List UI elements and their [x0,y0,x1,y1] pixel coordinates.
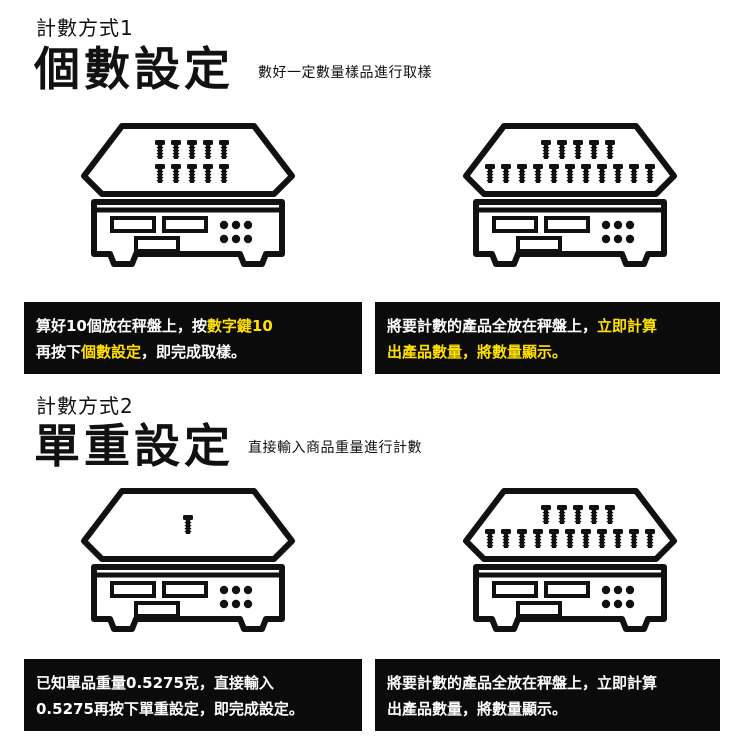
screw-icon [589,505,599,524]
counting-scale-icon [463,488,677,632]
screw-icon [187,164,197,183]
screw-icon [629,529,639,548]
screw-icon [485,529,495,548]
screw-icon [597,529,607,548]
screw-icon [155,140,165,159]
method-1-subtitle: 數好一定數量樣品進行取樣 [258,65,432,81]
counting-scale-icon [81,123,295,267]
caption-highlight: 數字鍵10 [206,317,273,335]
caption-text: 將要計數的產品全放在秤盤上， [387,317,598,335]
screw-icon [573,140,583,159]
screw-icon [187,140,197,159]
screw-icon [565,529,575,548]
screw-icon [605,505,615,524]
method-2-label: 計數方式2 [36,394,134,418]
screw-icon [533,164,543,183]
screw-icon [541,140,551,159]
screw-icon [581,164,591,183]
screw-icon [203,140,213,159]
screw-icon [565,164,575,183]
screw-icon [501,164,511,183]
screw-icon [629,164,639,183]
caption-highlight: 個數設定 [81,343,142,361]
counting-scale-icon [81,488,295,632]
caption-text: 已知單品重量0.5275克，直接輸入 [36,674,274,692]
screw-icon [573,505,583,524]
caption-text: 再按下 [36,343,82,361]
screw-icon [549,164,559,183]
caption-highlight: 立即計算 [597,317,658,335]
screw-icon [517,164,527,183]
screw-icon [557,140,567,159]
method-1-left-caption: 算好10個放在秤盤上，按數字鍵10 再按下個數設定，即完成取樣。 [24,302,362,374]
counting-scale-icon [463,123,677,267]
method-1-label: 計數方式1 [36,16,134,40]
screw-icon [589,140,599,159]
screw-icon [203,164,213,183]
screw-icon [219,140,229,159]
screw-icon [645,529,655,548]
method-2-right-caption: 將要計數的產品全放在秤盤上，立即計算 出產品數量，將數量顯示。 [375,659,720,731]
screw-icon [581,529,591,548]
screw-icon [501,529,511,548]
method-2-title: 單重設定 [34,419,234,473]
caption-text: 將要計數的產品全放在秤盤上，立即計算 [387,674,658,692]
screw-icon [155,164,165,183]
caption-text: 0.5275再按下單重設定，即完成設定。 [36,700,304,718]
method-1-title: 個數設定 [34,42,234,96]
caption-text: ，即完成取樣。 [141,343,247,361]
caption-text: 出產品數量，將數量顯示。 [387,700,568,718]
caption-text: 算好10個放在秤盤上，按 [36,317,207,335]
screw-icon [533,529,543,548]
screw-icon [541,505,551,524]
screw-icon [645,164,655,183]
screw-icon [613,529,623,548]
screw-icon [549,529,559,548]
screw-icon [171,164,181,183]
method-2-subtitle: 直接輸入商品重量進行計數 [248,440,422,456]
screw-icon [183,515,193,534]
screw-icon [613,164,623,183]
method-1-right-caption: 將要計數的產品全放在秤盤上，立即計算 出產品數量，將數量顯示。 [375,302,720,374]
method-2-left-caption: 已知單品重量0.5275克，直接輸入 0.5275再按下單重設定，即完成設定。 [24,659,362,731]
screw-icon [219,164,229,183]
screw-icon [557,505,567,524]
caption-highlight: 出產品數量，將數量顯示。 [387,343,568,361]
screw-icon [597,164,607,183]
screw-icon [605,140,615,159]
screw-icon [517,529,527,548]
screw-icon [485,164,495,183]
screw-icon [171,140,181,159]
